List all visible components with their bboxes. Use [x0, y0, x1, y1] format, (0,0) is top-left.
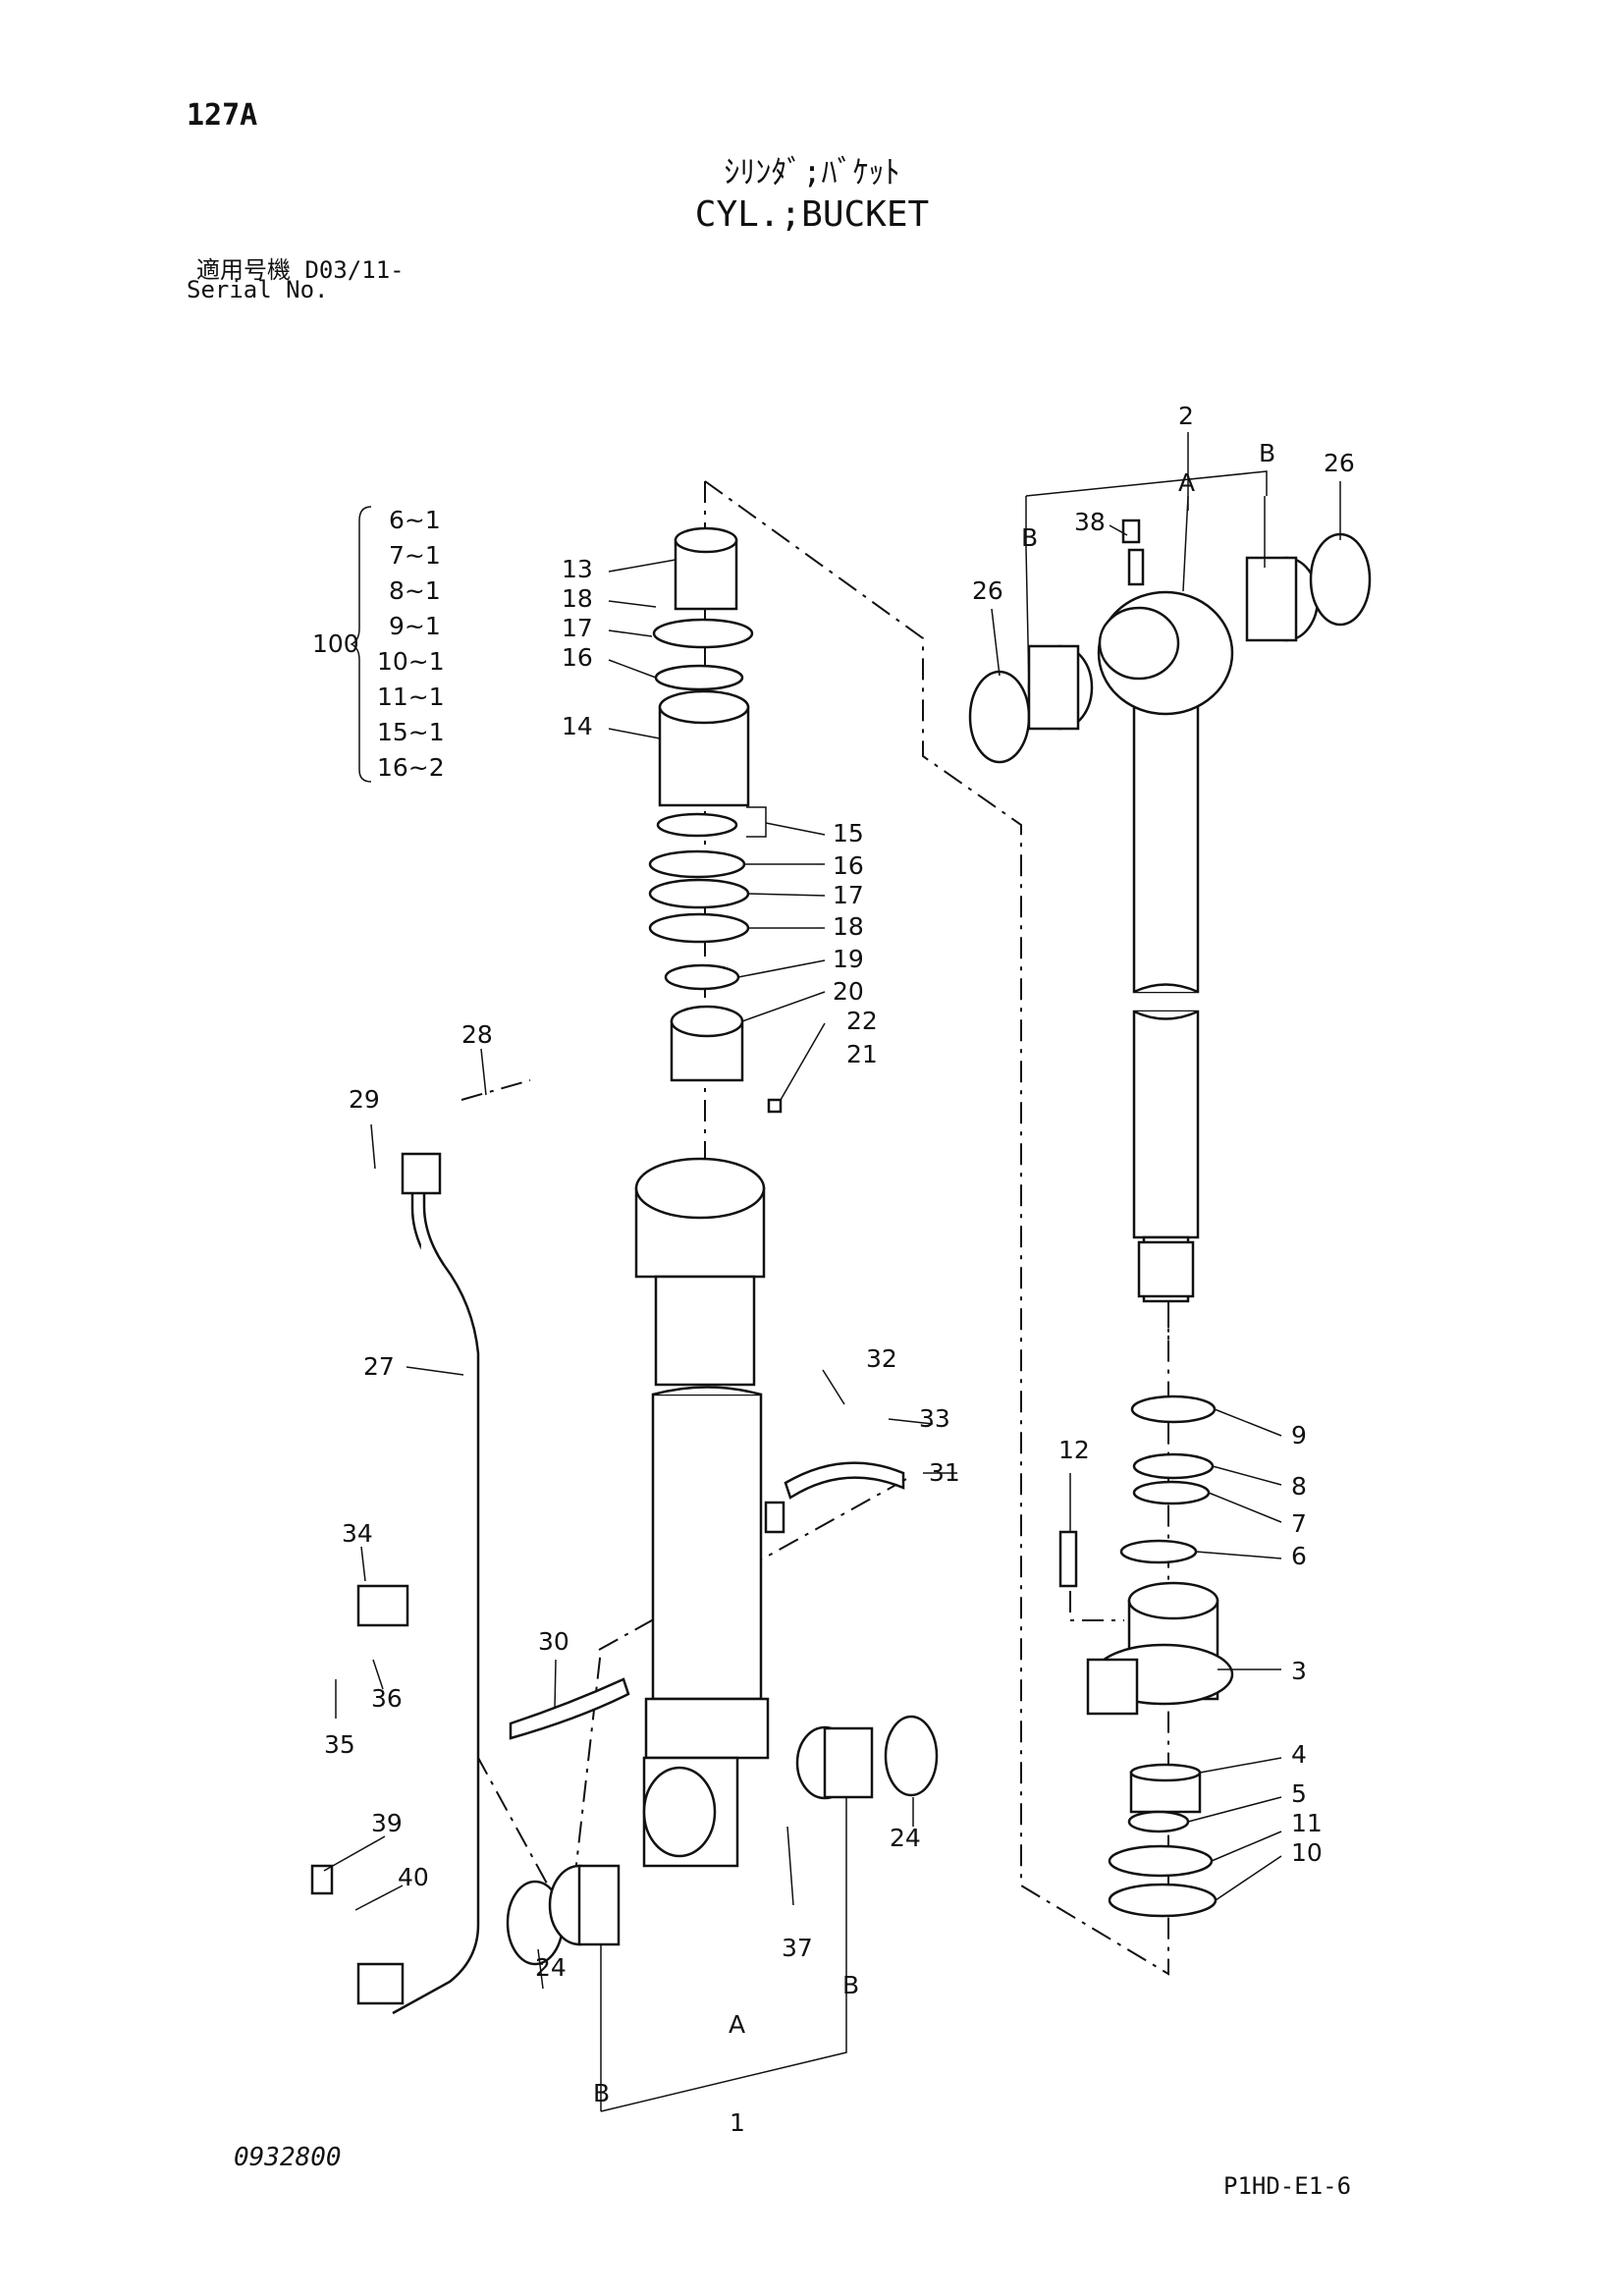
- callout-4: 4: [1291, 1740, 1307, 1769]
- serial-label-english: Serial No.: [187, 276, 329, 303]
- callout-16: 16: [562, 643, 593, 672]
- callout-2: 2: [1178, 402, 1194, 430]
- callout-15: 15: [833, 819, 864, 847]
- base-bushings: [506, 1715, 939, 1966]
- callout-B: B: [842, 1971, 859, 1999]
- callout-14: 14: [562, 712, 593, 740]
- callout-18: 18: [833, 912, 864, 941]
- rod-gland: [1058, 1394, 1234, 1918]
- group-item: 6~1: [389, 506, 441, 534]
- group-100-label: 100: [312, 629, 359, 658]
- callout-12: 12: [1058, 1436, 1090, 1464]
- cylinder-tube: [634, 1157, 770, 1868]
- piston-rod-assembly: [1097, 519, 1234, 1303]
- callout-10: 10: [1291, 1838, 1323, 1867]
- group-item: 11~1: [377, 683, 445, 711]
- group-item: 15~1: [377, 718, 445, 746]
- callout-26: 26: [972, 576, 1003, 605]
- callout-38: 38: [1074, 508, 1106, 536]
- callout-21: 21: [846, 1040, 878, 1068]
- callout-16: 16: [833, 851, 864, 880]
- group-item: 16~2: [377, 753, 445, 782]
- callout-35: 35: [324, 1730, 355, 1759]
- callout-9: 9: [1291, 1421, 1307, 1449]
- callout-13: 13: [562, 555, 593, 583]
- callout-28: 28: [461, 1020, 493, 1049]
- callout-22: 22: [846, 1007, 878, 1035]
- callout-A: A: [729, 2010, 745, 2039]
- serial-label-japanese: 適用号機 D03/11-: [196, 256, 405, 284]
- callout-37: 37: [782, 1934, 813, 1962]
- callout-24: 24: [890, 1824, 921, 1852]
- group-item: 10~1: [377, 647, 445, 676]
- callout-27: 27: [363, 1352, 395, 1381]
- callout-B: B: [593, 2079, 610, 2107]
- callout-1: 1: [730, 2108, 745, 2137]
- page-id: 127A: [187, 98, 258, 133]
- title-japanese: ｼﾘﾝﾀﾞ;ﾊﾞｹｯﾄ: [724, 153, 900, 191]
- callout-18: 18: [562, 584, 593, 613]
- callout-33: 33: [919, 1404, 950, 1433]
- callout-36: 36: [371, 1684, 403, 1713]
- pipe-line: [310, 1152, 480, 2015]
- title-english: CYL.;BUCKET: [694, 194, 930, 235]
- callout-B: B: [1021, 523, 1038, 552]
- callout-39: 39: [371, 1809, 403, 1837]
- callout-26: 26: [1324, 449, 1355, 477]
- callout-40: 40: [398, 1863, 429, 1891]
- callout-30: 30: [538, 1627, 569, 1656]
- callout-labels: 1 2 3 4 5 6 7 8 9 10 11 12 13 14 15 16 1…: [324, 402, 1355, 2137]
- callout-8: 8: [1291, 1472, 1307, 1501]
- group-item: 8~1: [389, 576, 441, 605]
- callout-11: 11: [1291, 1809, 1323, 1837]
- clamps: [356, 1461, 905, 1740]
- group-100-bracket: 100 6~1 7~1 8~1 9~1 10~1 11~1 15~1 16~2: [312, 506, 445, 783]
- callout-6: 6: [1291, 1542, 1307, 1570]
- piston-stack: [648, 526, 783, 1114]
- callout-34: 34: [342, 1519, 373, 1548]
- callout-20: 20: [833, 977, 864, 1006]
- group-item: 7~1: [389, 541, 441, 570]
- callout-17: 17: [562, 614, 593, 642]
- callout-7: 7: [1291, 1509, 1307, 1538]
- callout-31: 31: [929, 1458, 960, 1487]
- callout-17: 17: [833, 881, 864, 909]
- callout-19: 19: [833, 945, 864, 973]
- callout-3: 3: [1291, 1657, 1307, 1685]
- drawing-code: 0932800: [234, 2143, 342, 2172]
- callout-B: B: [1259, 439, 1275, 467]
- group-item: 9~1: [389, 612, 441, 640]
- callout-29: 29: [349, 1085, 380, 1114]
- callout-5: 5: [1291, 1779, 1307, 1808]
- leader-lines: [323, 432, 1341, 2112]
- callout-24: 24: [535, 1953, 567, 1982]
- callout-A: A: [1178, 468, 1195, 497]
- sheet-code: P1HD-E1-6: [1223, 2172, 1352, 2200]
- callout-32: 32: [866, 1344, 897, 1373]
